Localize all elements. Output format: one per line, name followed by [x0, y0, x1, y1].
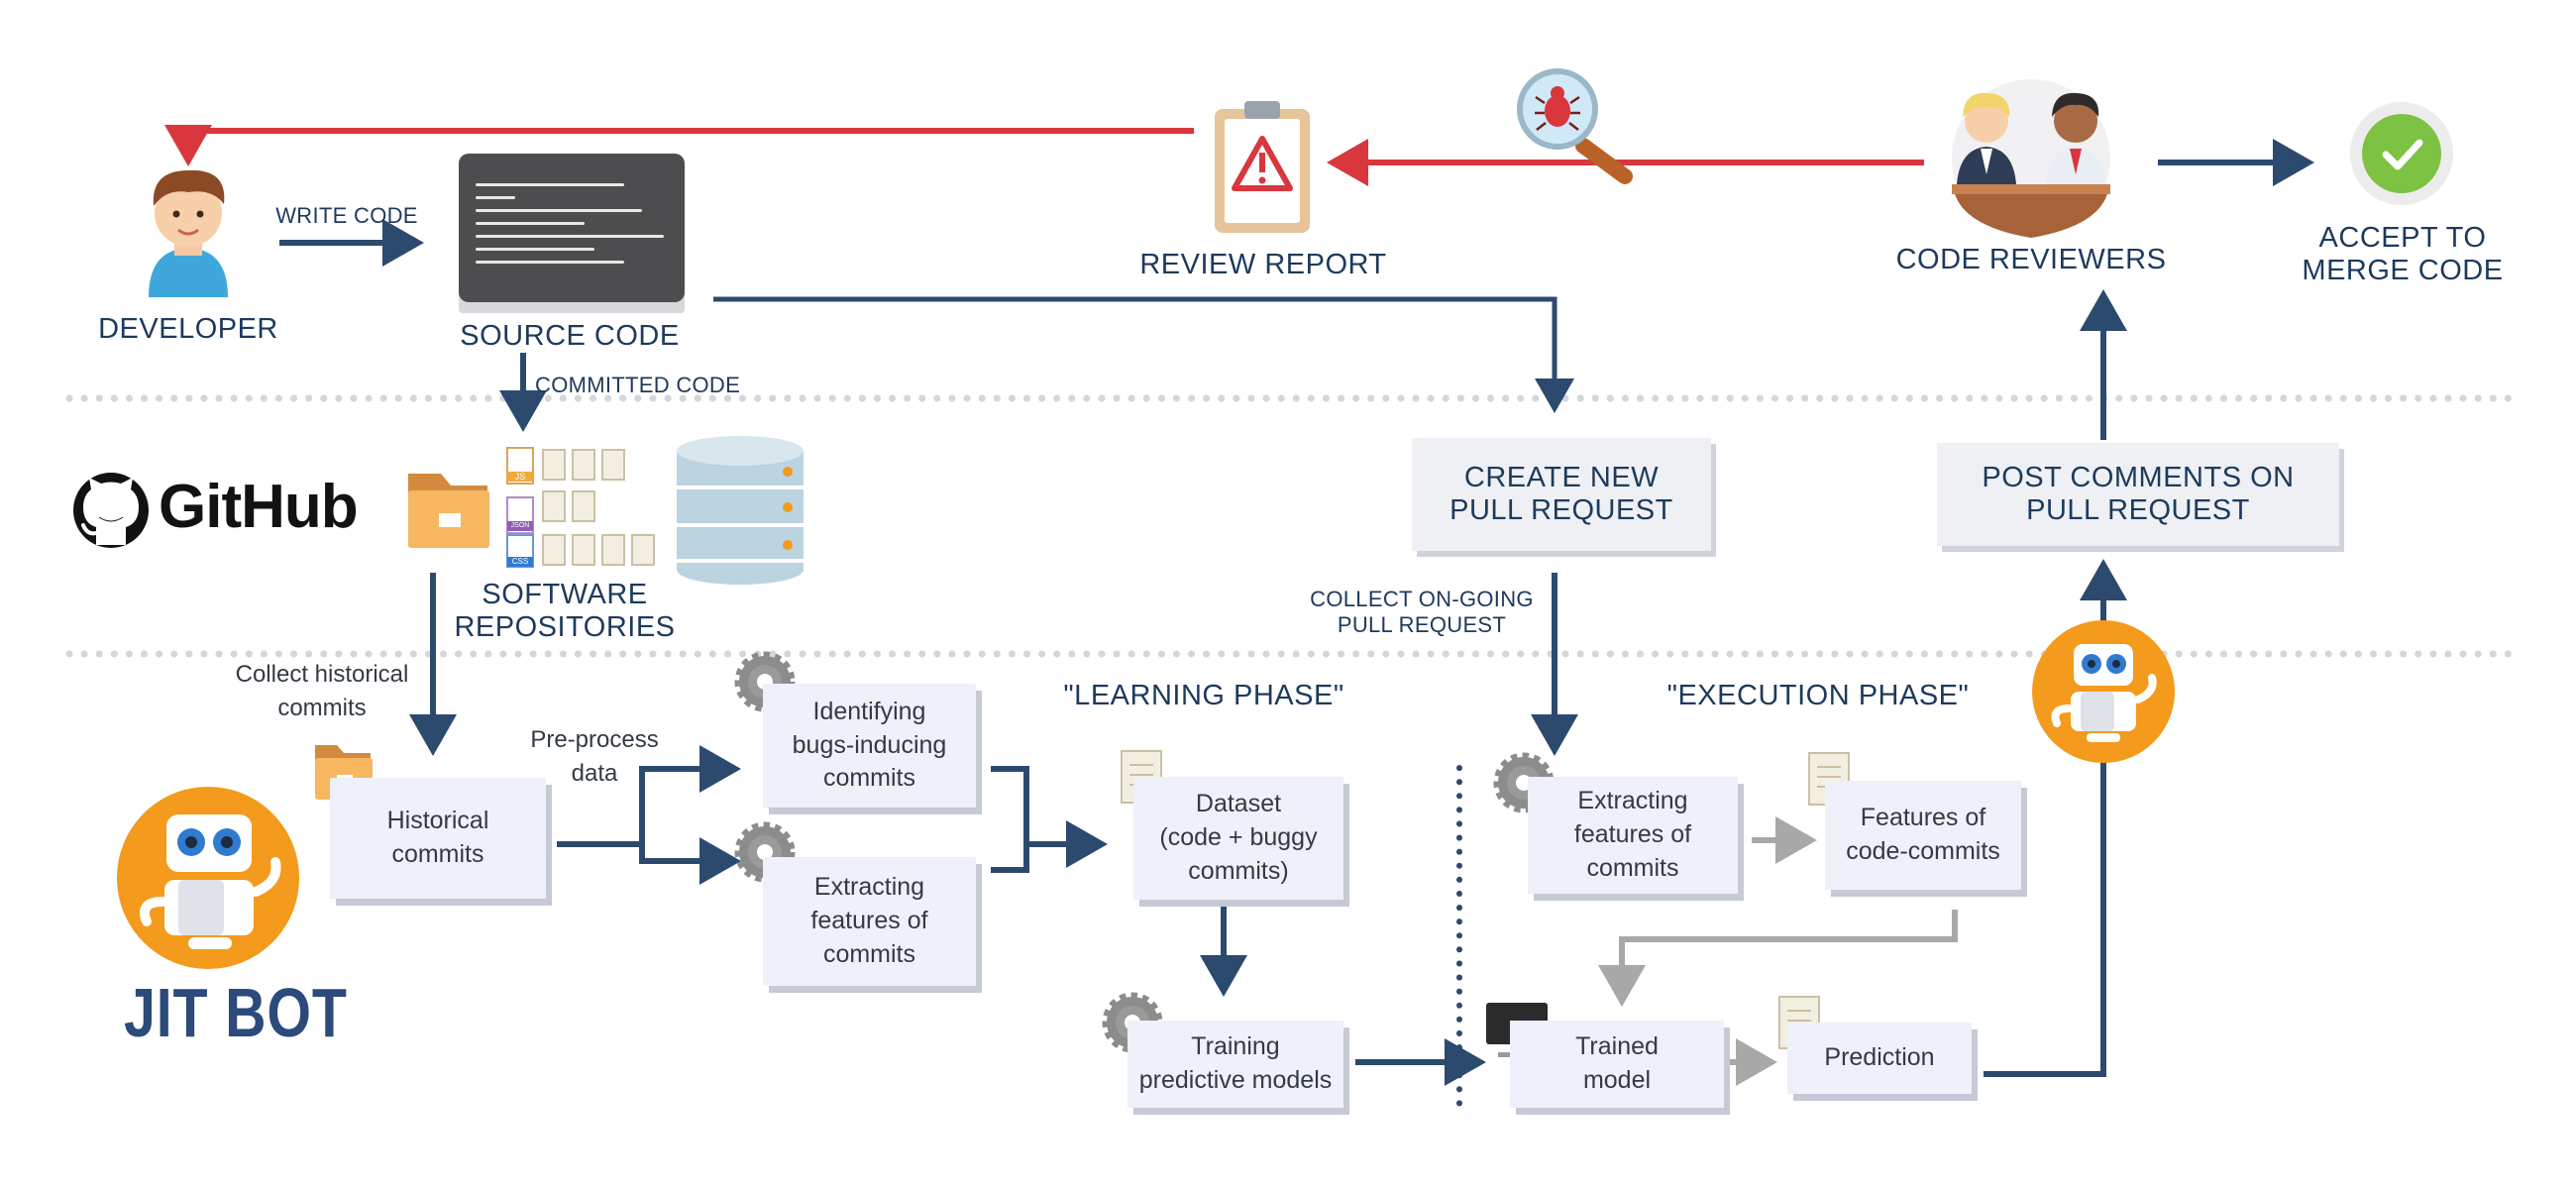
css-tag: CSS: [511, 557, 529, 566]
preprocess-line-2: data: [571, 759, 618, 787]
features-line-2: code-commits: [1846, 837, 2000, 865]
arrow-features-to-trained: [1598, 910, 1958, 1007]
collect-ongoing-line-1: COLLECT ON-GOING: [1310, 587, 1534, 611]
historical-commits-box: Historical commits: [330, 778, 546, 899]
folder-icon: [408, 474, 489, 548]
identifying-line-2: bugs-inducing: [792, 730, 947, 759]
collect-ongoing-line-2: PULL REQUEST: [1337, 612, 1507, 638]
learning-phase-label: "LEARNING PHASE": [1063, 680, 1344, 711]
database-icon: [677, 436, 804, 585]
collect-historical-label: Collect historical commits: [213, 658, 431, 724]
features-line-1: Features of: [1860, 804, 1986, 832]
repos-line-1: SOFTWARE: [482, 579, 648, 610]
training-models-box: Training predictive models: [1127, 1021, 1343, 1108]
accept-line-1: ACCEPT TO: [2318, 222, 2487, 254]
create-pr-line-2: PULL REQUEST: [1449, 494, 1673, 526]
collect-historical-line-2: commits: [277, 694, 367, 721]
committed-code-label: COMMITTED CODE: [535, 373, 741, 397]
prediction-box: Prediction: [1787, 1023, 1972, 1094]
identifying-line-3: commits: [822, 764, 916, 793]
post-comments-line-2: PULL REQUEST: [2026, 494, 2250, 526]
prediction-label: Prediction: [1824, 1043, 1935, 1072]
arrow-identifying-merge: [991, 766, 1029, 844]
js-tag: JS: [514, 472, 526, 482]
code-reviewers-icon: [1952, 79, 2110, 238]
collect-historical-line-1: Collect historical: [235, 661, 409, 688]
github-wordmark: GitHub: [159, 473, 359, 541]
dataset-line-2: (code + buggy: [1159, 823, 1318, 852]
training-line-1: Training: [1191, 1032, 1280, 1061]
exec-extract-line-1: Extracting: [1577, 787, 1688, 815]
repos-line-2: REPOSITORIES: [454, 611, 676, 644]
exec-extract-line-3: commits: [1586, 853, 1679, 882]
code-reviewers-label: CODE REVIEWERS: [1895, 244, 2167, 275]
arrow-source-to-pull-request: [713, 296, 1574, 413]
jit-bot-robot-icon: [117, 787, 299, 969]
source-code-icon: [459, 154, 685, 313]
arrow-to-identifying: [639, 745, 741, 844]
post-comments-line-1: POST COMMENTS ON: [1982, 461, 2295, 493]
preprocess-label: Pre-process data: [505, 723, 684, 790]
developer-icon: [149, 169, 228, 297]
identifying-line-1: Identifying: [812, 697, 926, 725]
extracting-line-2: features of: [810, 907, 928, 935]
bug-magnifier-icon: [1517, 68, 1633, 184]
software-repositories-label: SOFTWARE REPOSITORIES: [446, 579, 684, 645]
collect-ongoing-label: COLLECT ON-GOING PULL REQUEST: [1288, 587, 1556, 639]
trained-model-box: Trained model: [1510, 1021, 1724, 1108]
arrow-report-to-developer: [164, 125, 1194, 166]
exec-extract-line-2: features of: [1573, 820, 1692, 849]
training-line-2: predictive models: [1138, 1066, 1333, 1094]
jit-bot-wordmark: JIT BOT: [124, 974, 348, 1051]
exec-extracting-box: Extracting features of commits: [1528, 777, 1738, 894]
historical-line-1: Historical: [386, 807, 489, 835]
clipboard-warning-icon: [1215, 101, 1310, 233]
source-code-label: SOURCE CODE: [460, 320, 680, 352]
document-stack-icons: [542, 449, 655, 566]
dataset-box: Dataset (code + buggy commits): [1133, 777, 1343, 900]
accept-merge-label: ACCEPT TO MERGE CODE: [2279, 222, 2526, 288]
review-report-label: REVIEW REPORT: [1139, 249, 1387, 280]
create-pull-request-box: CREATE NEW PULL REQUEST: [1412, 438, 1711, 551]
accept-line-2: MERGE CODE: [2302, 255, 2504, 287]
dataset-line-3: commits): [1188, 856, 1289, 885]
json-tag: JSON: [510, 522, 530, 529]
identifying-bugs-box: Identifying bugs-inducing commits: [763, 684, 976, 808]
historical-line-2: commits: [391, 840, 484, 868]
post-comments-box: POST COMMENTS ON PULL REQUEST: [1937, 443, 2339, 546]
features-of-code-commits-box: Features of code-commits: [1825, 781, 2021, 890]
write-code-label: WRITE CODE: [275, 203, 418, 228]
file-type-icons: [506, 447, 534, 568]
arrow-to-extracting: [639, 837, 741, 885]
trained-line-2: model: [1582, 1066, 1652, 1094]
execution-phase-label: "EXECUTION PHASE": [1666, 680, 1970, 711]
github-logo-icon: [73, 473, 149, 548]
execution-robot-icon: [2032, 620, 2175, 763]
accept-check-icon: [2350, 102, 2453, 205]
extracting-features-box: Extracting features of commits: [763, 857, 976, 986]
arrow-extracting-merge: [991, 844, 1029, 873]
trained-line-1: Trained: [1575, 1032, 1659, 1061]
preprocess-line-1: Pre-process: [530, 726, 659, 753]
developer-label: DEVELOPER: [98, 313, 278, 345]
create-pr-line-1: CREATE NEW: [1463, 461, 1660, 493]
dataset-line-1: Dataset: [1195, 790, 1282, 818]
extracting-line-3: commits: [822, 939, 916, 968]
extracting-line-1: Extracting: [813, 873, 925, 902]
